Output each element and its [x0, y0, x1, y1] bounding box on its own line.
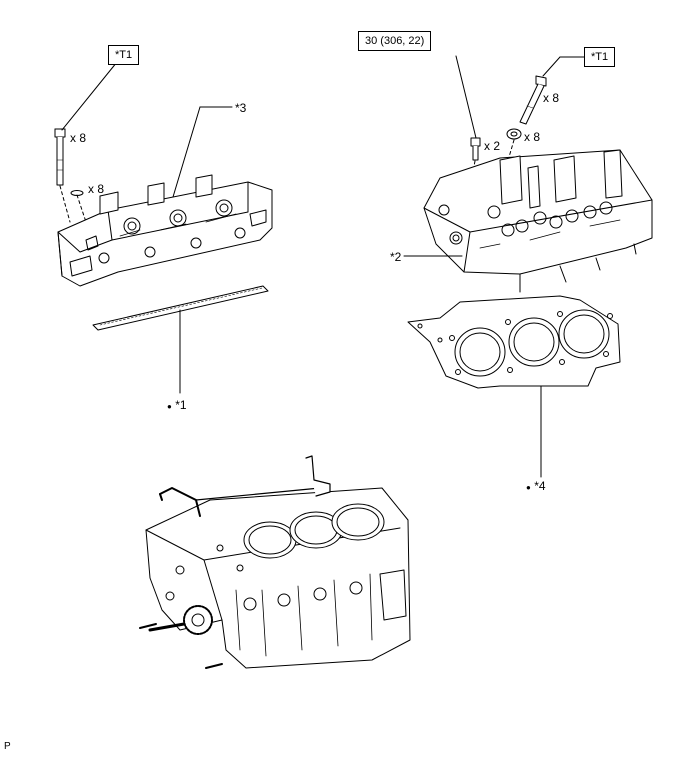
right-small-bolt-qty: x 2	[484, 139, 501, 153]
right-cylinder-head	[423, 149, 653, 293]
torque-spec-callout: 30 (306, 22)	[358, 31, 432, 51]
right-small-bolt	[470, 137, 481, 161]
right-washer-qty: x 8	[524, 130, 541, 144]
left-head-bolt	[54, 128, 66, 186]
part-4-text: *4	[534, 479, 546, 493]
left-washer-qty: x 8	[88, 182, 105, 196]
footer-code: P	[4, 741, 11, 752]
part-1-text: *1	[175, 398, 187, 412]
left-cylinder-head	[57, 174, 273, 287]
part-1-label: ● *1	[167, 398, 187, 414]
part-3-label: *3	[235, 101, 247, 115]
right-head-washer	[506, 128, 522, 140]
right-bolt-qty: x 8	[543, 91, 560, 105]
part-2-label: *2	[390, 250, 402, 264]
new-part-bullet: ●	[167, 402, 172, 411]
t1-callout-right: *T1	[584, 47, 616, 67]
part-4-label: ● *4	[526, 479, 546, 495]
left-head-gasket	[92, 285, 269, 331]
left-bolt-qty: x 8	[70, 131, 87, 145]
t1-callout-left: *T1	[108, 45, 140, 65]
right-head-bolt	[519, 75, 547, 125]
cylinder-block	[139, 455, 411, 669]
right-head-gasket	[407, 295, 621, 389]
new-part-bullet: ●	[526, 483, 531, 492]
